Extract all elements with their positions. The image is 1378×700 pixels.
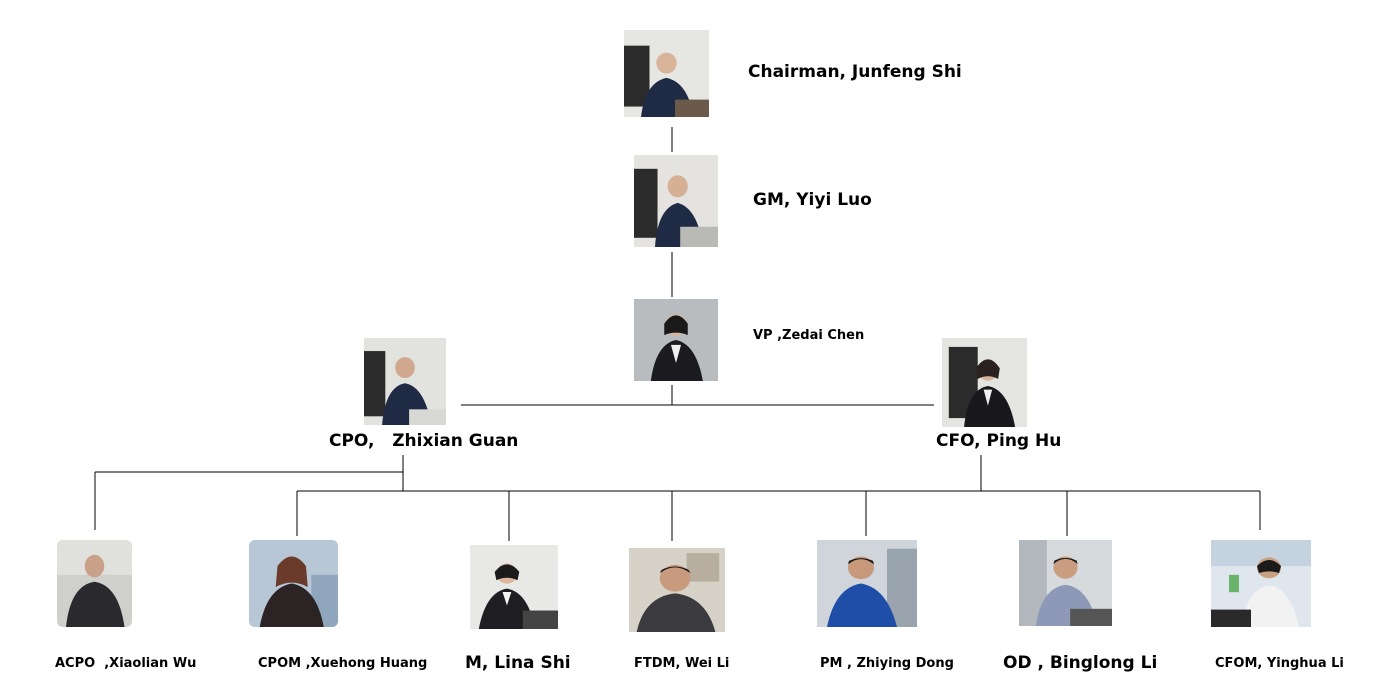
pm-label: PM , Zhiying Dong [820, 656, 954, 671]
m-photo [470, 545, 558, 629]
od-photo [1019, 540, 1112, 626]
cfom-label: CFOM, Yinghua Li [1215, 656, 1344, 671]
vp-label: VP ,Zedai Chen [753, 328, 865, 343]
pm-photo [817, 540, 917, 627]
acpo-label: ACPO ,Xiaolian Wu [55, 656, 197, 671]
cfo-label: CFO, Ping Hu [936, 431, 1062, 451]
ftdm-label: FTDM, Wei Li [634, 656, 730, 671]
chairman-photo [624, 30, 709, 117]
cfo-photo [942, 338, 1027, 427]
od-label: OD , Binglong Li [1003, 653, 1158, 673]
vp-photo [634, 299, 718, 381]
gm-label: GM, Yiyi Luo [753, 190, 872, 210]
ftdm-photo [629, 548, 725, 632]
cpom-photo [249, 540, 338, 627]
cpom-label: CPOM ,Xuehong Huang [258, 656, 428, 671]
cfom-photo [1211, 540, 1311, 627]
chairman-label: Chairman, Junfeng Shi [748, 62, 962, 82]
acpo-photo [57, 540, 132, 627]
m-label: M, Lina Shi [465, 653, 571, 673]
cpo-photo [364, 338, 446, 425]
cpo-label: CPO, Zhixian Guan [329, 431, 519, 451]
gm-photo [634, 155, 718, 247]
